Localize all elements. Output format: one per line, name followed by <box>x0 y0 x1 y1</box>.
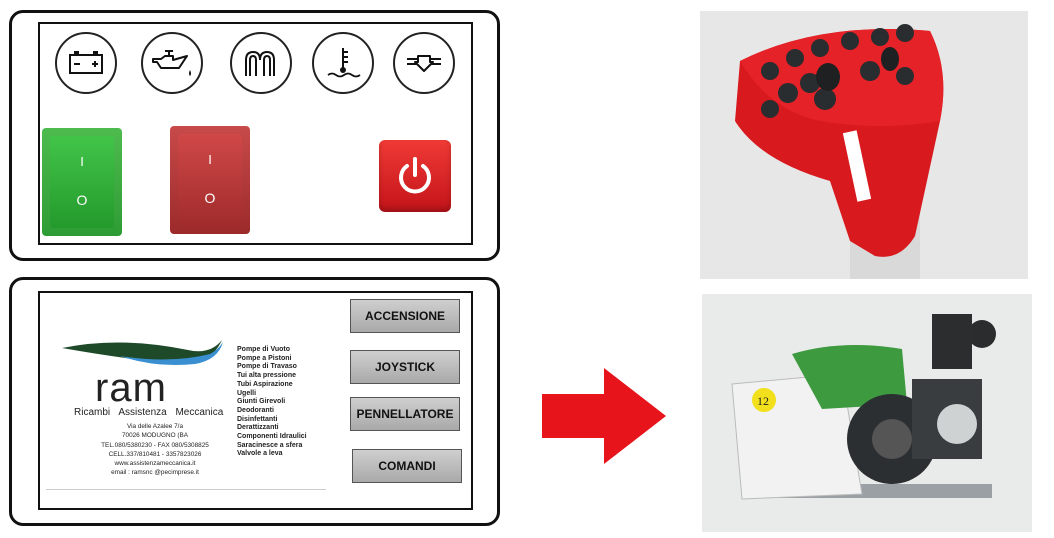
battery-icon <box>69 51 103 74</box>
green-switch-face <box>50 136 114 228</box>
company-address: Via delle Azalee 7/a 70026 MODUGNO (BA T… <box>80 422 230 478</box>
service-item: Tui alta pressione <box>237 372 296 380</box>
service-item: Disinfettanti <box>237 415 278 423</box>
glow-plug-indicator <box>230 32 292 94</box>
pennellatore-button[interactable]: PENNELLATORE <box>350 397 460 431</box>
service-item: Giunti Girevoli <box>237 398 286 406</box>
service-item: Pompe a Pistoni <box>237 354 292 362</box>
company-logo-swoosh <box>62 340 223 365</box>
air-filter-icon <box>407 55 441 72</box>
coolant-indicator <box>312 32 374 94</box>
services-list: Pompe di Vuoto Pompe a Pistoni Pompe di … <box>237 346 307 459</box>
joystick-photo <box>700 11 1028 279</box>
company-logo-text: ram <box>95 366 167 410</box>
address-line: CELL.337/810481 - 3357823026 <box>108 450 202 458</box>
battery-indicator <box>55 32 117 94</box>
right-arrow-icon <box>542 368 666 464</box>
coolant-temperature-icon <box>327 48 361 78</box>
service-item: Pompe di Vuoto <box>237 346 291 353</box>
service-item: Componenti Idraulici <box>237 433 307 441</box>
red-switch-off-label: O <box>204 190 216 206</box>
green-rocker-switch[interactable]: I O <box>42 128 122 236</box>
air-filter-indicator <box>393 32 455 94</box>
address-line: TEL.080/5380230 - FAX 080/5308825 <box>101 441 209 449</box>
glow-plug-icon <box>245 50 275 76</box>
joystick-image <box>735 24 944 279</box>
address-line: Via delle Azalee 7/a <box>126 423 184 430</box>
red-switch-on-label: I <box>208 152 212 167</box>
red-switch-face <box>178 134 242 226</box>
green-switch-on-label: I <box>80 154 84 169</box>
power-icon <box>399 157 431 194</box>
company-tagline: Ricambi Assistenza Meccanica <box>74 407 224 418</box>
accensione-button[interactable]: ACCENSIONE <box>350 299 460 333</box>
address-line: www.assistenzameccanica.it <box>114 460 196 468</box>
sprayer-badge-number: 12 <box>757 394 769 408</box>
oil-pressure-indicator <box>141 32 203 94</box>
service-item: Valvole a leva <box>237 450 283 458</box>
address-line: 70026 MODUGNO (BA <box>121 432 189 440</box>
oil-can-icon <box>152 50 191 76</box>
service-item: Deodoranti <box>237 406 274 414</box>
power-button[interactable] <box>379 140 451 212</box>
comandi-button[interactable]: COMANDI <box>352 449 462 483</box>
service-item: Derattizzanti <box>237 424 279 432</box>
service-item: Ugelli <box>237 389 257 397</box>
sprayer-photo: 12 <box>702 294 1032 532</box>
red-rocker-switch[interactable]: I O <box>170 126 250 234</box>
green-switch-off-label: O <box>76 192 88 208</box>
service-item: Tubi Aspirazione <box>237 380 293 388</box>
service-item: Saracinesce a sfera <box>237 441 303 449</box>
address-line: email : ramsnc @pecimprese.it <box>111 469 199 477</box>
sprayer-image: 12 <box>731 314 996 500</box>
divider <box>46 489 326 490</box>
joystick-button[interactable]: JOYSTICK <box>350 350 460 384</box>
service-item: Pompe di Travaso <box>237 363 297 371</box>
